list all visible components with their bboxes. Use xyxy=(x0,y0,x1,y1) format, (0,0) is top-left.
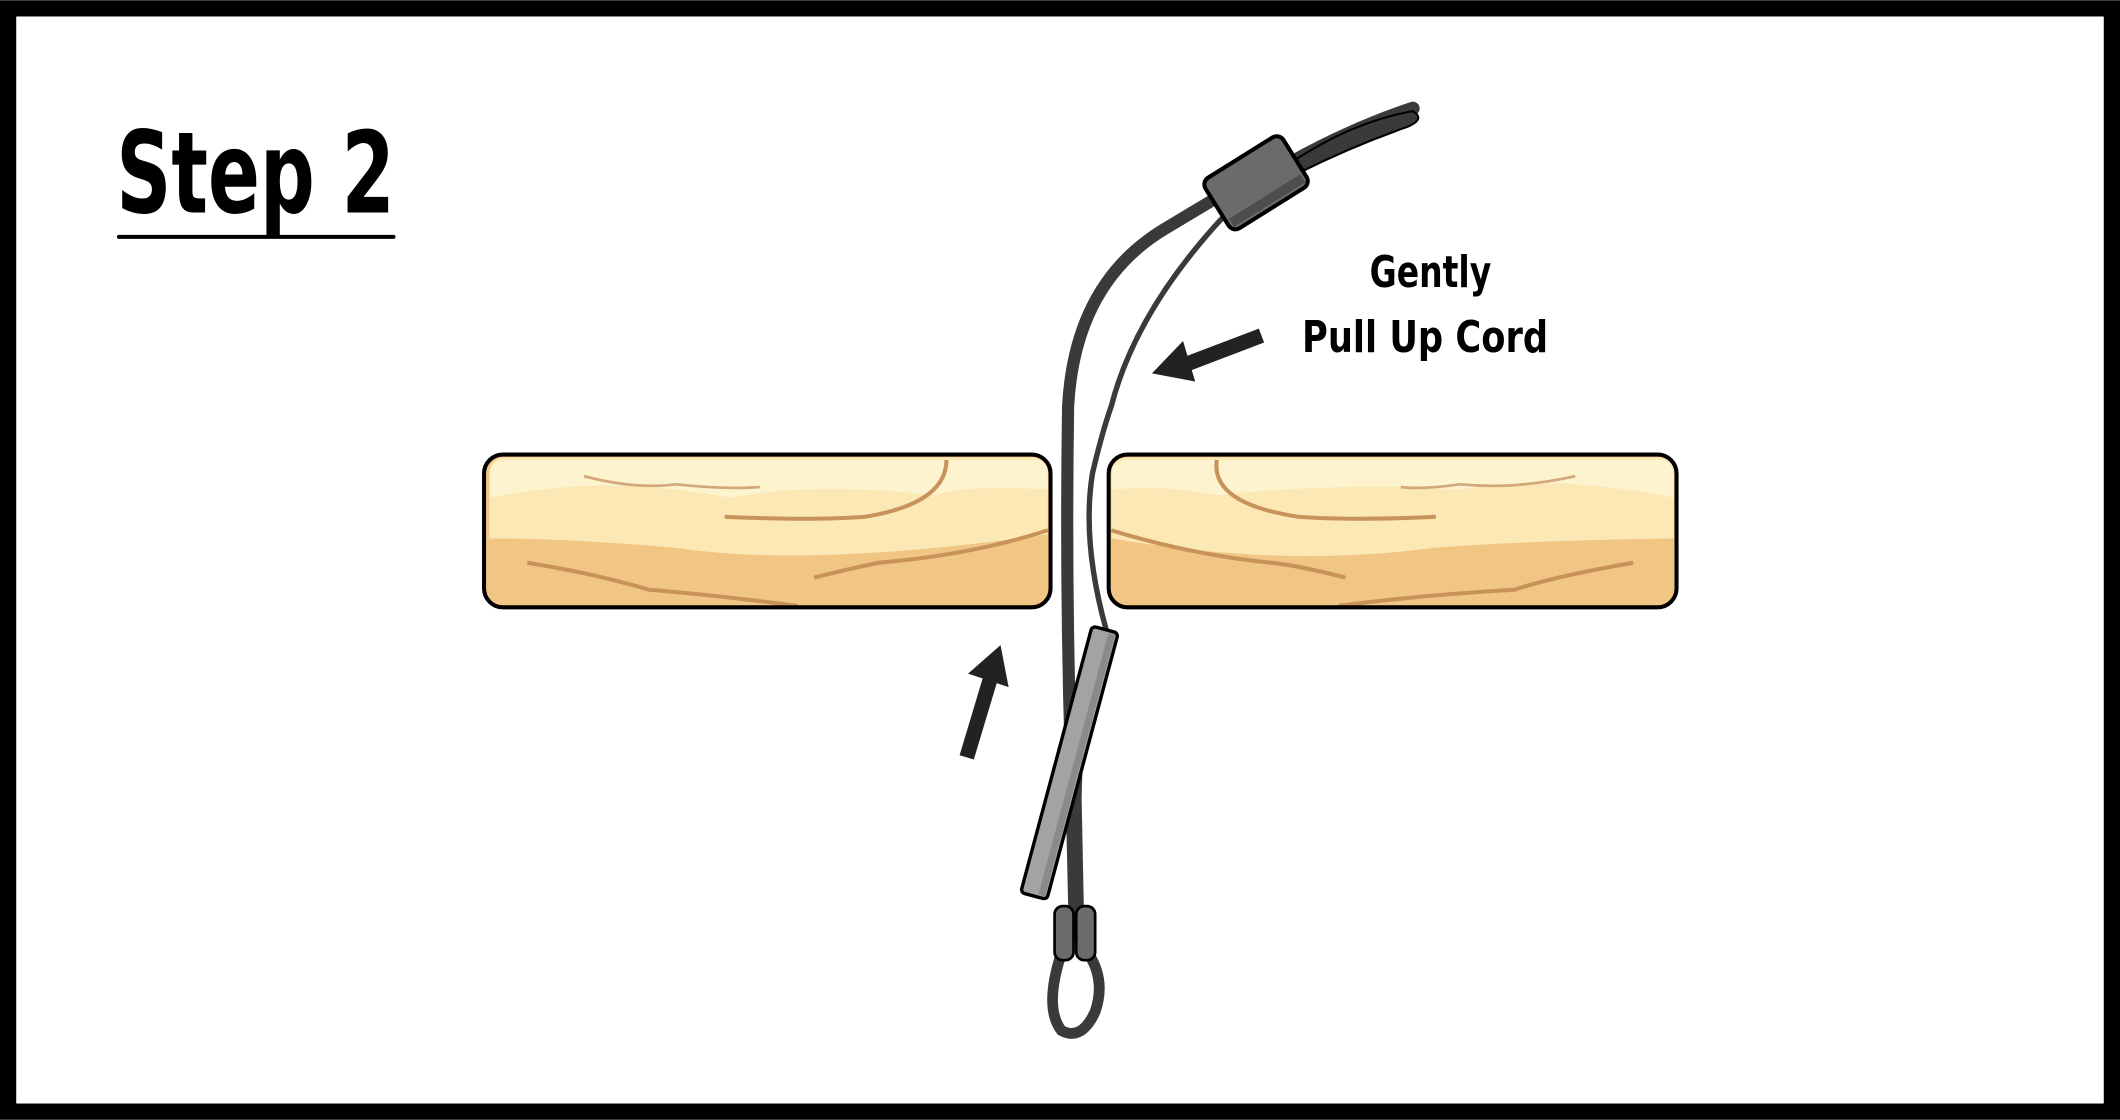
toggle-stick-icon xyxy=(1019,625,1119,901)
left-wood-log xyxy=(482,452,1053,610)
instruction-line-2: Pull Up Cord xyxy=(1302,313,1548,363)
step-title: Step 2 xyxy=(116,108,395,240)
arrow-pull-icon xyxy=(1151,328,1265,382)
cord-lock-icon xyxy=(1202,134,1310,232)
right-wood-log xyxy=(1106,452,1679,610)
arrow-up-icon xyxy=(959,645,1009,760)
instruction-line-1: Gently xyxy=(1370,248,1492,298)
cord-end-beads xyxy=(1053,904,1097,962)
